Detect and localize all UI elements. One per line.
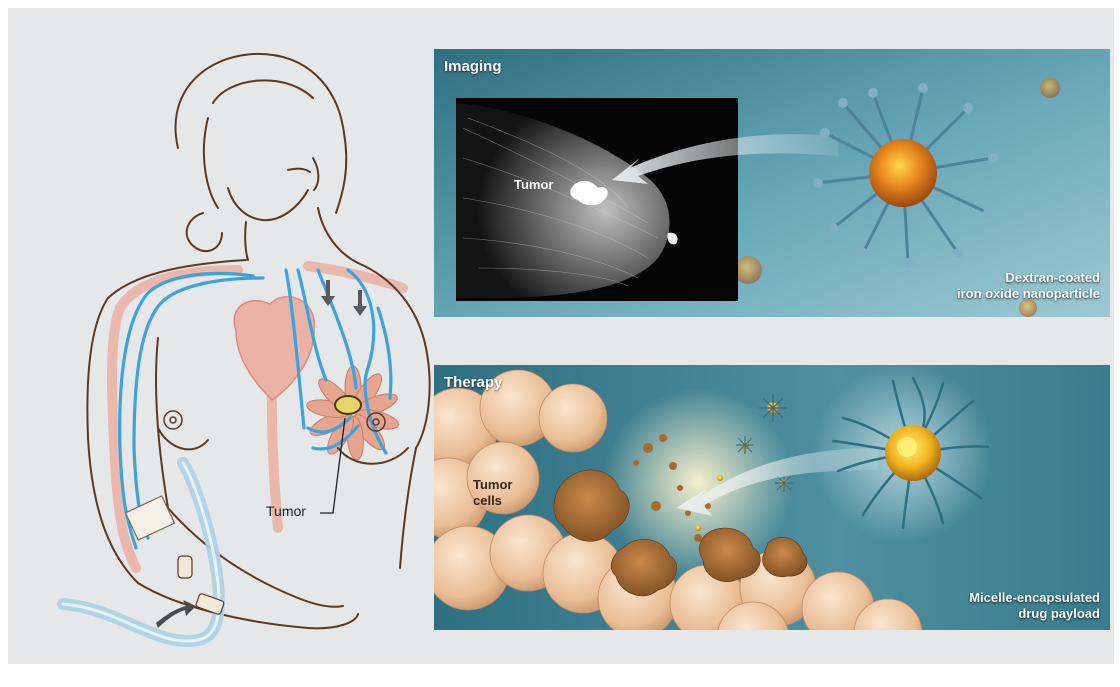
micelle-caption-line-2: drug payload: [969, 606, 1100, 622]
tumor-cells-label: Tumor cells: [473, 477, 512, 509]
tumor-cells-label-line-2: cells: [473, 493, 512, 509]
patient-body-illustration: [63, 54, 430, 641]
iv-flow-arrow: [156, 600, 196, 628]
imaging-panel-title: Imaging: [444, 58, 502, 75]
micelle-caption-line-1: Micelle-encapsulated: [969, 590, 1100, 606]
body-tumor-label: Tumor: [266, 503, 306, 519]
micelle-caption: Micelle-encapsulated drug payload: [969, 590, 1100, 622]
nanoparticle-caption-line-2: iron oxide nanoparticle: [957, 286, 1100, 302]
tumor-cells-label-line-1: Tumor: [473, 477, 512, 493]
therapy-panel-title: Therapy: [444, 374, 502, 391]
figure-illustration: [8, 8, 1114, 664]
mammogram-tumor-label: Tumor: [514, 177, 553, 192]
nanoparticle-caption-line-1: Dextran-coated: [957, 270, 1100, 286]
nanoparticle-caption: Dextran-coated iron oxide nanoparticle: [957, 270, 1100, 302]
